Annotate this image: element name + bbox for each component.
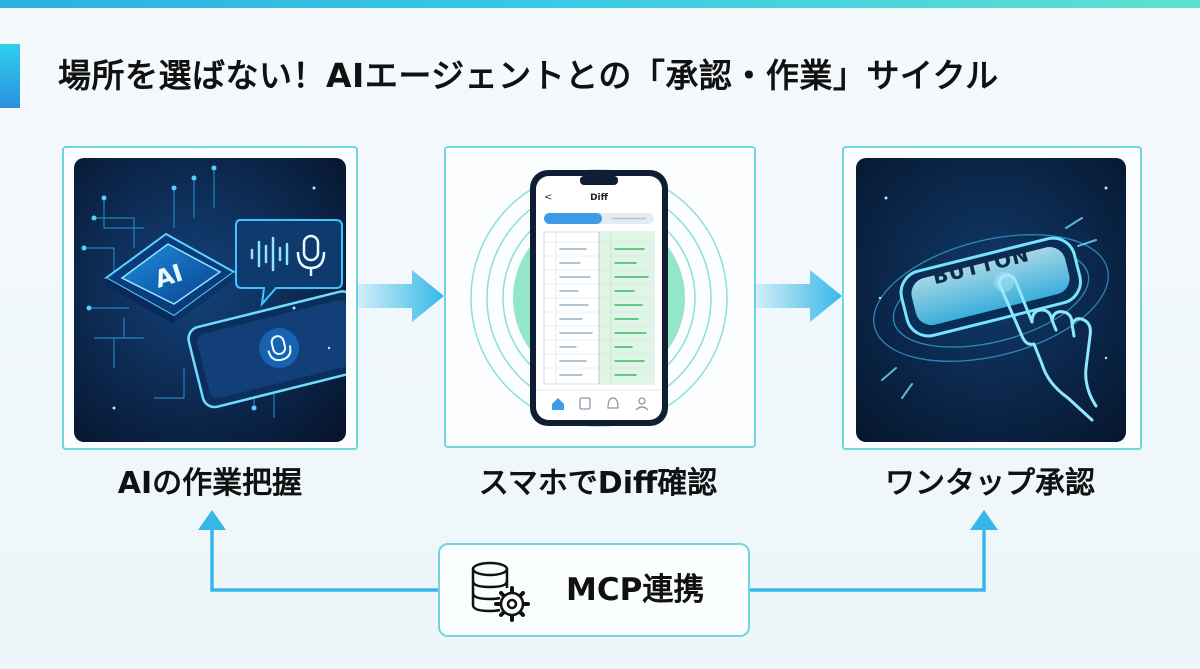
mcp-integration-box [438, 543, 750, 637]
svg-text:<: < [544, 192, 552, 203]
smartphone-diff-icon: < Diff [456, 158, 742, 434]
database-gear-icon [470, 560, 530, 622]
step-label-ai-work: AIの作業把握 [117, 466, 303, 501]
loop-arrow-right [750, 510, 998, 592]
tap-button-icon [856, 158, 1126, 442]
top-accent-bar [0, 0, 1200, 8]
step-label-diff-check: スマホでDiff確認 [478, 466, 718, 501]
loop-arrow-left [198, 510, 440, 592]
mcp-integration-label: MCP連携 [566, 572, 705, 608]
flow-arrow-1 [356, 270, 444, 322]
flow-arrow-2 [754, 270, 842, 322]
ai-chip-icon: AI [74, 158, 346, 442]
page-title: 場所を選ばない！AIエージェントとの「承認・作業」サイクル [58, 56, 999, 95]
title-accent-mark [0, 44, 20, 108]
step-label-one-tap-approve: ワンタップ承認 [885, 466, 1095, 501]
phone-screen-title: Diff [590, 193, 609, 203]
